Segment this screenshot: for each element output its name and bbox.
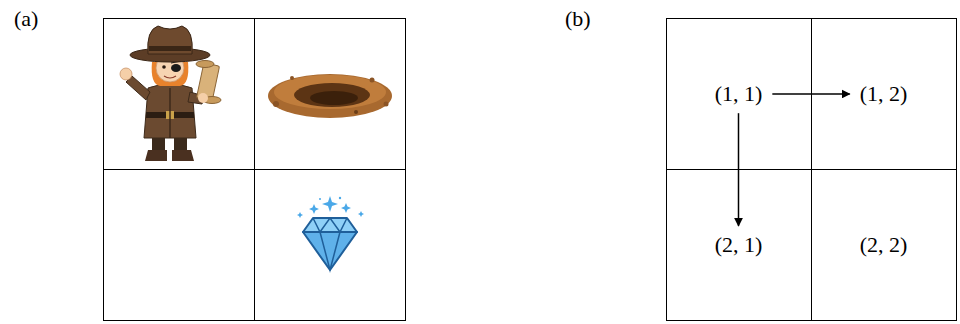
cell-coordinate: (1, 2) bbox=[860, 81, 908, 107]
pirate-illustration bbox=[120, 26, 221, 161]
grid-cell: (2, 2) bbox=[850, 226, 918, 264]
cell-coordinate: (2, 2) bbox=[860, 232, 908, 258]
grid-cell: (2, 1) bbox=[705, 226, 773, 264]
diamond-illustration bbox=[297, 196, 364, 270]
grid-cell: (1, 2) bbox=[850, 75, 918, 113]
grid-b bbox=[667, 19, 957, 321]
cell-coordinate: (1, 1) bbox=[715, 81, 763, 107]
panel-label: (b) bbox=[565, 6, 591, 32]
grid-a bbox=[104, 19, 406, 321]
hole-illustration bbox=[268, 74, 392, 118]
panel-label: (a) bbox=[14, 6, 38, 32]
move-arrow bbox=[772, 93, 849, 95]
grid-cell: (1, 1) bbox=[705, 75, 773, 113]
move-arrow bbox=[738, 113, 740, 226]
cell-coordinate: (2, 1) bbox=[715, 232, 763, 258]
